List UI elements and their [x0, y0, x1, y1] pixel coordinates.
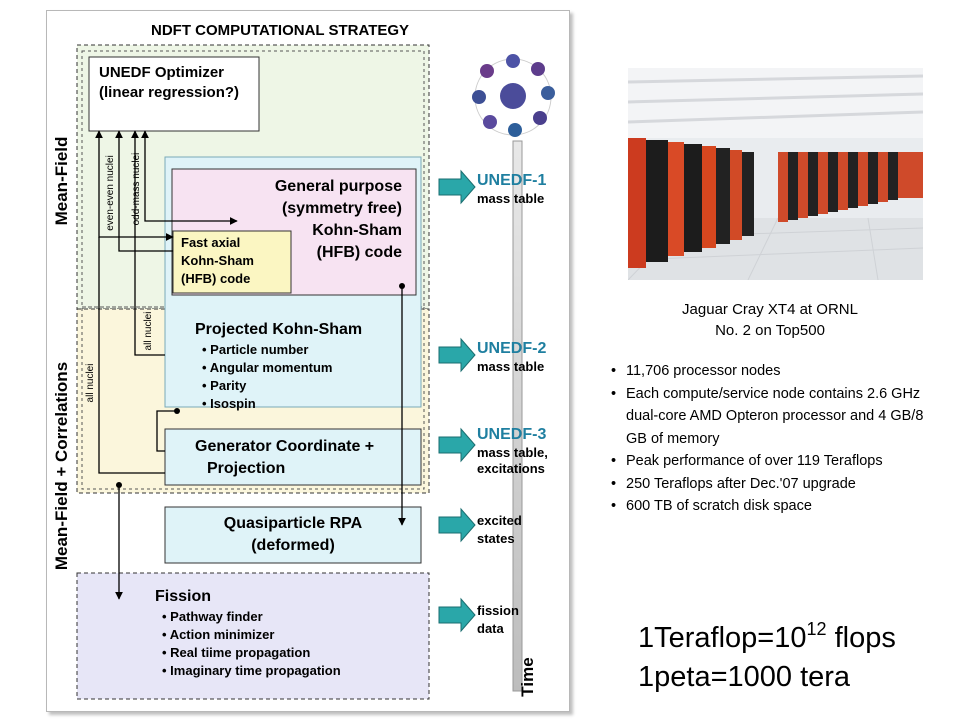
- output-arrow: [438, 427, 476, 463]
- projected-item: • Angular momentum: [202, 360, 332, 375]
- output-sub: data: [477, 621, 505, 636]
- ndft-strategy-diagram: NDFT COMPUTATIONAL STRATEGY Mean-Field M…: [46, 10, 570, 712]
- fission-item: • Pathway finder: [162, 609, 263, 624]
- generator-line1: Generator Coordinate +: [195, 438, 374, 455]
- projected-to-generator: [156, 410, 177, 452]
- fast-axial-line1: Fast axial: [181, 235, 240, 250]
- connector-dot: [174, 408, 180, 414]
- supercomputer-photo: [628, 68, 923, 280]
- connector-dot: [399, 283, 405, 289]
- output-sub: mass table: [477, 191, 544, 206]
- general-line1: General purpose: [275, 178, 402, 195]
- output-arrow: [438, 337, 476, 373]
- even-even-label: even-even nuclei: [105, 155, 116, 231]
- projected-title: Projected Kohn-Sham: [195, 321, 362, 338]
- fission-list: • Pathway finder • Action minimizer • Re…: [162, 609, 341, 678]
- projected-list: • Particle number • Angular momentum • P…: [202, 342, 332, 411]
- output-title: UNEDF-2: [477, 340, 546, 357]
- odd-mass-arrow: [141, 130, 238, 225]
- all-nuclei-projected-line: [131, 130, 165, 356]
- all-nuclei-label: all nuclei: [143, 312, 154, 351]
- fast-axial-line2: Kohn-Sham: [181, 253, 254, 268]
- diagram-canvas: NDFT COMPUTATIONAL STRATEGY Mean-Field M…: [52, 22, 555, 700]
- all-nuclei-generator-line: [98, 237, 165, 474]
- spec-item: 250 Teraflops after Dec.'07 upgrade: [609, 473, 939, 496]
- connector-dot: [116, 482, 122, 488]
- output-arrow: [438, 597, 476, 633]
- mean-field-label: Mean-Field: [52, 137, 71, 226]
- output-sub: mass table: [477, 359, 544, 374]
- output-sub: fission: [477, 603, 519, 618]
- rack-row-left: [628, 138, 754, 268]
- fission-item: • Real tiime propagation: [162, 645, 310, 660]
- connector-lines: [95, 130, 406, 600]
- fast-axial-box: [172, 230, 292, 294]
- optimizer-line1: UNEDF Optimizer: [99, 64, 224, 81]
- output-sub: states: [477, 531, 515, 546]
- qrpa-line1: Quasiparticle RPA: [224, 515, 363, 532]
- photo-caption-line1: Jaguar Cray XT4 at ORNL: [682, 301, 858, 318]
- unedf-optimizer-box: [88, 56, 260, 132]
- general-line3: Kohn-Sham: [312, 222, 402, 239]
- output-arrow: [438, 169, 476, 205]
- qrpa-box: [164, 506, 422, 564]
- optimizer-line2: (linear regression?): [99, 84, 239, 101]
- fission-region: [76, 572, 430, 700]
- general-line4: (HFB) code: [317, 244, 402, 261]
- qrpa-line2: (deformed): [251, 537, 335, 554]
- general-line2: (symmetry free): [282, 200, 402, 217]
- fission-item: • Imaginary time propagation: [162, 663, 341, 678]
- server-room-image: [628, 68, 923, 280]
- fast-axial-line3: (HFB) code: [181, 271, 250, 286]
- time-axis: [512, 140, 523, 692]
- projected-item: • Parity: [202, 378, 247, 393]
- generator-line2: Projection: [207, 460, 285, 477]
- spec-list: 11,706 processor nodes Each compute/serv…: [609, 360, 939, 518]
- output-sub: excited: [477, 513, 522, 528]
- output-arrows: [438, 169, 476, 633]
- all-nuclei-label: all nuclei: [85, 364, 96, 403]
- unedf-logo-wheel: [472, 54, 555, 137]
- generator-coordinate-box: [164, 428, 422, 486]
- output-sub: excitations: [477, 461, 545, 476]
- spec-item: 600 TB of scratch disk space: [609, 495, 939, 518]
- time-label: Time: [518, 657, 537, 696]
- projected-item: • Particle number: [202, 342, 308, 357]
- teraflop-formula: 1Teraflop=1012 flops: [638, 619, 896, 654]
- correlations-label: Mean-Field + Correlations: [52, 362, 71, 570]
- output-title: UNEDF-1: [477, 172, 546, 189]
- output-arrow: [438, 507, 476, 543]
- peta-formula: 1peta=1000 tera: [638, 661, 851, 693]
- output-sub: mass table,: [477, 445, 548, 460]
- spec-item: Peak performance of over 119 Teraflops: [609, 450, 939, 473]
- rack-row-right: [778, 152, 923, 222]
- fission-title: Fission: [155, 588, 211, 605]
- diagram-title: NDFT COMPUTATIONAL STRATEGY: [151, 22, 409, 39]
- even-even-arrow: [115, 130, 173, 252]
- output-title: UNEDF-3: [477, 426, 546, 443]
- photo-caption-line2: No. 2 on Top500: [715, 322, 825, 339]
- spec-item: 11,706 processor nodes: [609, 360, 939, 383]
- spec-item: Each compute/service node contains 2.6 G…: [609, 383, 939, 451]
- odd-mass-label: odd-mass nuclei: [131, 153, 142, 226]
- fission-item: • Action minimizer: [162, 627, 274, 642]
- projected-item: • Isospin: [202, 396, 256, 411]
